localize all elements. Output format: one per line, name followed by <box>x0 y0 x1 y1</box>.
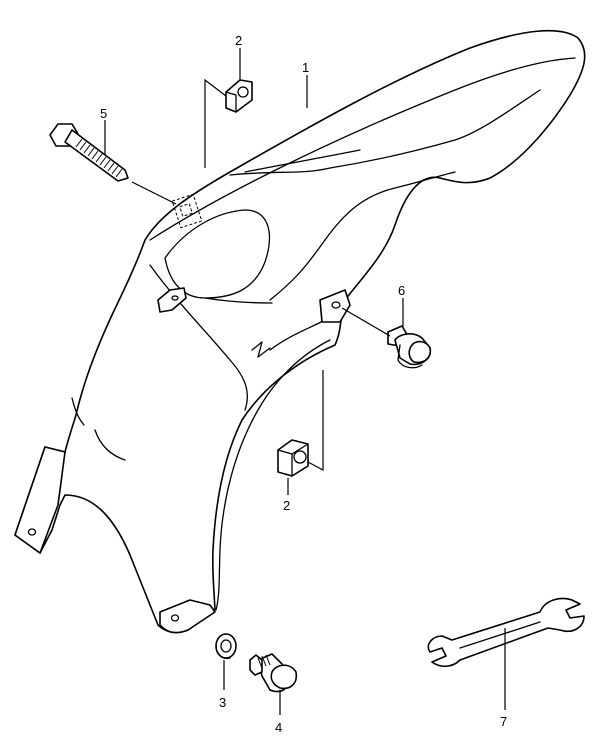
leader-lines <box>104 48 506 715</box>
clip-nut-bottom-part <box>277 439 309 477</box>
long-bolt-part <box>49 123 129 182</box>
callout-flange-bolt-bottom: 4 <box>275 720 282 735</box>
clip-nut-top-part <box>225 79 253 113</box>
flange-bolt-right-part <box>387 325 432 369</box>
flange-bolt-bottom-part <box>249 653 298 693</box>
callout-flange-bolt-right: 6 <box>398 283 405 298</box>
callout-fender: 1 <box>302 60 309 75</box>
callout-washer: 3 <box>219 695 226 710</box>
callout-long-bolt: 5 <box>100 106 107 121</box>
callout-wrench: 7 <box>500 714 507 729</box>
washer-part <box>215 633 237 660</box>
wrench-part <box>427 597 585 668</box>
callout-clip-nut-top: 2 <box>235 33 242 48</box>
rear-fender-part <box>14 29 586 634</box>
callout-clip-nut-bottom: 2 <box>283 498 290 513</box>
